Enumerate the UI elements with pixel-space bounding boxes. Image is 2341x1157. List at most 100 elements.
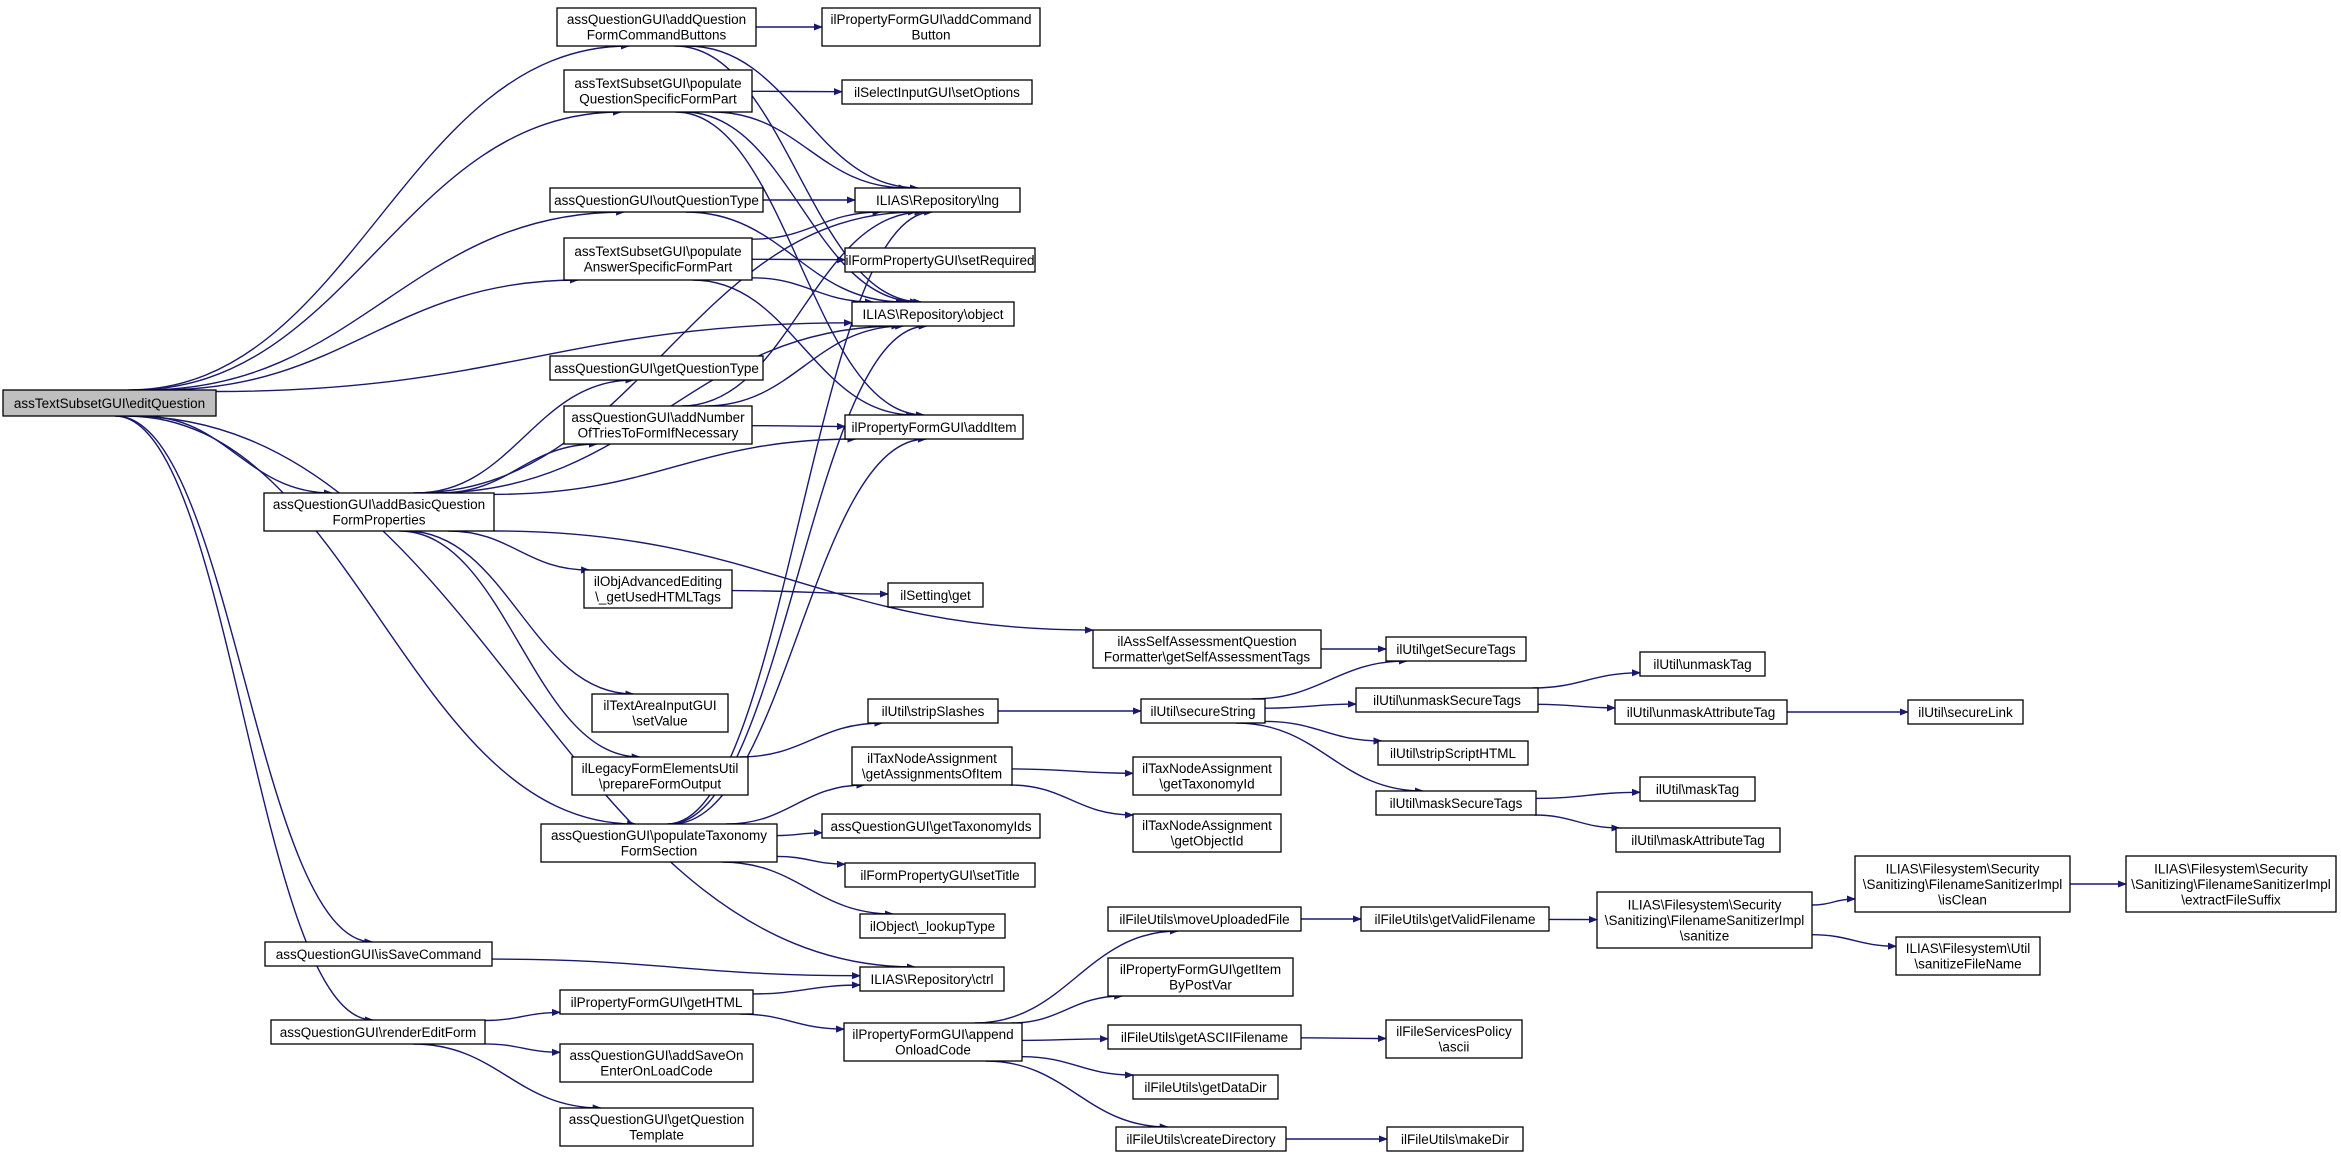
node-label-line: \Sanitizing\FilenameSanitizerImpl (2131, 877, 2331, 892)
node-n_setValue[interactable]: ilTextAreaInputGUI\setValue (591, 693, 729, 733)
node-label-line: ilPropertyFormGUI\addCommand (830, 12, 1031, 27)
node-label-line: ByPostVar (1169, 978, 1232, 993)
node-n_lookupType[interactable]: ilObject\_lookupType (859, 913, 1006, 939)
node-box (844, 247, 1036, 273)
node-label-line: ilFileUtils\getASCIIFilename (1121, 1030, 1288, 1045)
node-n_renderEF[interactable]: assQuestionGUI\renderEditForm (270, 1019, 486, 1045)
node-box (851, 301, 1015, 327)
node-n_selfAssess[interactable]: ilAssSelfAssessmentQuestionFormatter\get… (1092, 629, 1322, 669)
node-n_setRequired[interactable]: ilFormPropertyGUI\setRequired (844, 247, 1036, 273)
node-n_moveUploaded[interactable]: ilFileUtils\moveUploadedFile (1107, 906, 1302, 932)
node-n_getQT[interactable]: assQuestionGUI\getQuestionType (549, 355, 764, 381)
node-n_popTaxFS[interactable]: assQuestionGUI\populateTaxonomyFormSecti… (540, 823, 778, 863)
node-label-line: assQuestionGUI\populateTaxonomy (551, 828, 767, 843)
node-n_addBQFP[interactable]: assQuestionGUI\addBasicQuestionFormPrope… (263, 492, 495, 532)
node-label-line: AnswerSpecificFormPart (584, 260, 733, 275)
node-n_getDataDir[interactable]: ilFileUtils\getDataDir (1132, 1074, 1279, 1100)
node-n_outQT[interactable]: assQuestionGUI\outQuestionType (549, 187, 764, 213)
node-n_getASCII[interactable]: ilFileUtils\getASCIIFilename (1107, 1024, 1302, 1050)
node-n_getObjId[interactable]: ilTaxNodeAssignment\getObjectId (1132, 813, 1282, 853)
node-label-line: ilPropertyFormGUI\getHTML (571, 995, 743, 1010)
node-n_addNoT[interactable]: assQuestionGUI\addNumberOfTriesToFormIfN… (563, 405, 753, 445)
node-root[interactable]: assTextSubsetGUI\editQuestion (2, 389, 217, 417)
node-n_getHTML[interactable]: ilPropertyFormGUI\getHTML (559, 989, 754, 1015)
node-n_addQFCB[interactable]: assQuestionGUI\addQuestionFormCommandBut… (556, 7, 757, 47)
node-n_getTaxId[interactable]: ilTaxNodeAssignment\getTaxonomyId (1132, 756, 1282, 796)
node-box (549, 355, 764, 381)
node-n_unmaskAttrTag[interactable]: ilUtil\unmaskAttributeTag (1614, 699, 1788, 725)
node-n_setOptions[interactable]: ilSelectInputGUI\setOptions (841, 79, 1033, 105)
edge-n_sanitize-to-n_isClean (1811, 895, 1856, 906)
edge-root-to-n_popQSFP (132, 108, 622, 391)
node-label-line: \extractFileSuffix (2181, 892, 2281, 907)
nodes-layer: assTextSubsetGUI\editQuestion assQuestion… (2, 7, 2337, 1152)
node-box (1639, 651, 1766, 677)
node-label-line: ilUtil\maskTag (1656, 782, 1739, 797)
node-n_sanitizeFn[interactable]: ILIAS\Filesystem\Util\sanitizeFileName (1895, 936, 2041, 976)
node-n_popQSFP[interactable]: assTextSubsetGUI\populateQuestionSpecifi… (563, 69, 753, 113)
edge-n_addNoT-to-n_object (705, 322, 905, 407)
node-n_object[interactable]: ILIAS\Repository\object (851, 301, 1015, 327)
node-label-line: ilFileServicesPolicy (1396, 1024, 1512, 1039)
node-n_maskAttrTag[interactable]: ilUtil\maskAttributeTag (1615, 827, 1781, 853)
node-n_getUsedHTML[interactable]: ilObjAdvancedEditing\_getUsedHTMLTags (583, 569, 733, 609)
node-box (1385, 636, 1527, 662)
node-label-line: assQuestionGUI\getQuestion (569, 1112, 745, 1127)
edge-n_addBQFP-to-n_getQT (415, 376, 635, 494)
node-n_ctrl[interactable]: ILIAS\Repository\ctrl (859, 966, 1005, 992)
edge-root-to-n_popTaxFS (125, 415, 637, 828)
node-box (2, 389, 217, 417)
node-box (549, 187, 764, 213)
node-n_stripSlashes[interactable]: ilUtil\stripSlashes (867, 698, 999, 724)
node-n_sanitize[interactable]: ILIAS\Filesystem\Security\Sanitizing\Fil… (1596, 891, 1813, 949)
edge-n_popASFP-to-n_object (751, 277, 874, 306)
node-n_getValidFn[interactable]: ilFileUtils\getValidFilename (1360, 906, 1550, 932)
node-box (264, 941, 493, 967)
edge-n_popQSFP-to-n_addItem (675, 111, 925, 419)
edge-n_maskSecureTags-to-n_maskTag (1535, 788, 1641, 800)
node-n_unmaskSecureTags[interactable]: ilUtil\unmaskSecureTags (1355, 687, 1539, 713)
node-n_maskTag[interactable]: ilUtil\maskTag (1639, 776, 1756, 802)
node-label-line: ilObject\_lookupType (870, 919, 995, 934)
node-n_secureString[interactable]: ilUtil\secureString (1140, 698, 1266, 724)
node-label-line: \getTaxonomyId (1159, 777, 1254, 792)
edge-n_appendOLC-to-n_moveUploaded (974, 927, 1179, 1024)
node-n_prepFormOut[interactable]: ilLegacyFormElementsUtil\prepareFormOutp… (571, 756, 749, 796)
node-n_getAssign[interactable]: ilTaxNodeAssignment\getAssignmentsOfItem (851, 746, 1013, 786)
node-n_stripScript[interactable]: ilUtil\stripScriptHTML (1377, 740, 1529, 766)
node-n_popASFP[interactable]: assTextSubsetGUI\populateAnswerSpecificF… (563, 237, 753, 281)
node-box (1375, 790, 1537, 816)
node-n_maskSecureTags[interactable]: ilUtil\maskSecureTags (1375, 790, 1537, 816)
node-label-line: EnterOnLoadCode (600, 1064, 713, 1079)
node-label-line: FormSection (621, 844, 698, 859)
node-n_unmaskTag[interactable]: ilUtil\unmaskTag (1639, 651, 1766, 677)
node-n_setTitle[interactable]: ilFormPropertyGUI\setTitle (844, 862, 1036, 888)
edge-n_renderEF-to-n_getHTML (484, 1008, 561, 1022)
node-label-line: Formatter\getSelfAssessmentTags (1104, 650, 1311, 665)
node-n_createDir[interactable]: ilFileUtils\createDirectory (1115, 1126, 1287, 1152)
edges-layer (114, 23, 2127, 1143)
node-n_ascii[interactable]: ilFileServicesPolicy\ascii (1385, 1019, 1523, 1059)
node-n_getTaxIds[interactable]: assQuestionGUI\getTaxonomyIds (821, 813, 1041, 839)
node-n_extSuffix[interactable]: ILIAS\Filesystem\Security\Sanitizing\Fil… (2125, 855, 2337, 913)
node-n_addItem[interactable]: ilPropertyFormGUI\addItem (844, 414, 1024, 440)
node-n_isSaveCmd[interactable]: assQuestionGUI\isSaveCommand (264, 941, 493, 967)
node-label-line: ilTaxNodeAssignment (1142, 761, 1272, 776)
edge-n_addNoT-to-n_addItem (751, 422, 846, 430)
edge-root-to-n_addBQFP (141, 415, 333, 497)
node-n_lng[interactable]: ILIAS\Repository\lng (854, 187, 1021, 213)
node-n_secureLink[interactable]: ilUtil\secureLink (1907, 699, 2024, 725)
node-n_isClean[interactable]: ILIAS\Filesystem\Security\Sanitizing\Fil… (1854, 855, 2071, 913)
node-n_settingGet[interactable]: ilSetting\get (887, 582, 984, 608)
node-label-line: ilUtil\unmaskTag (1653, 657, 1751, 672)
edge-n_popTaxFS-to-n_getAssign (726, 781, 866, 825)
node-n_makeDir[interactable]: ilFileUtils\makeDir (1386, 1126, 1524, 1152)
node-n_getSecureTags[interactable]: ilUtil\getSecureTags (1385, 636, 1527, 662)
node-box (556, 7, 757, 47)
node-box (1140, 698, 1266, 724)
